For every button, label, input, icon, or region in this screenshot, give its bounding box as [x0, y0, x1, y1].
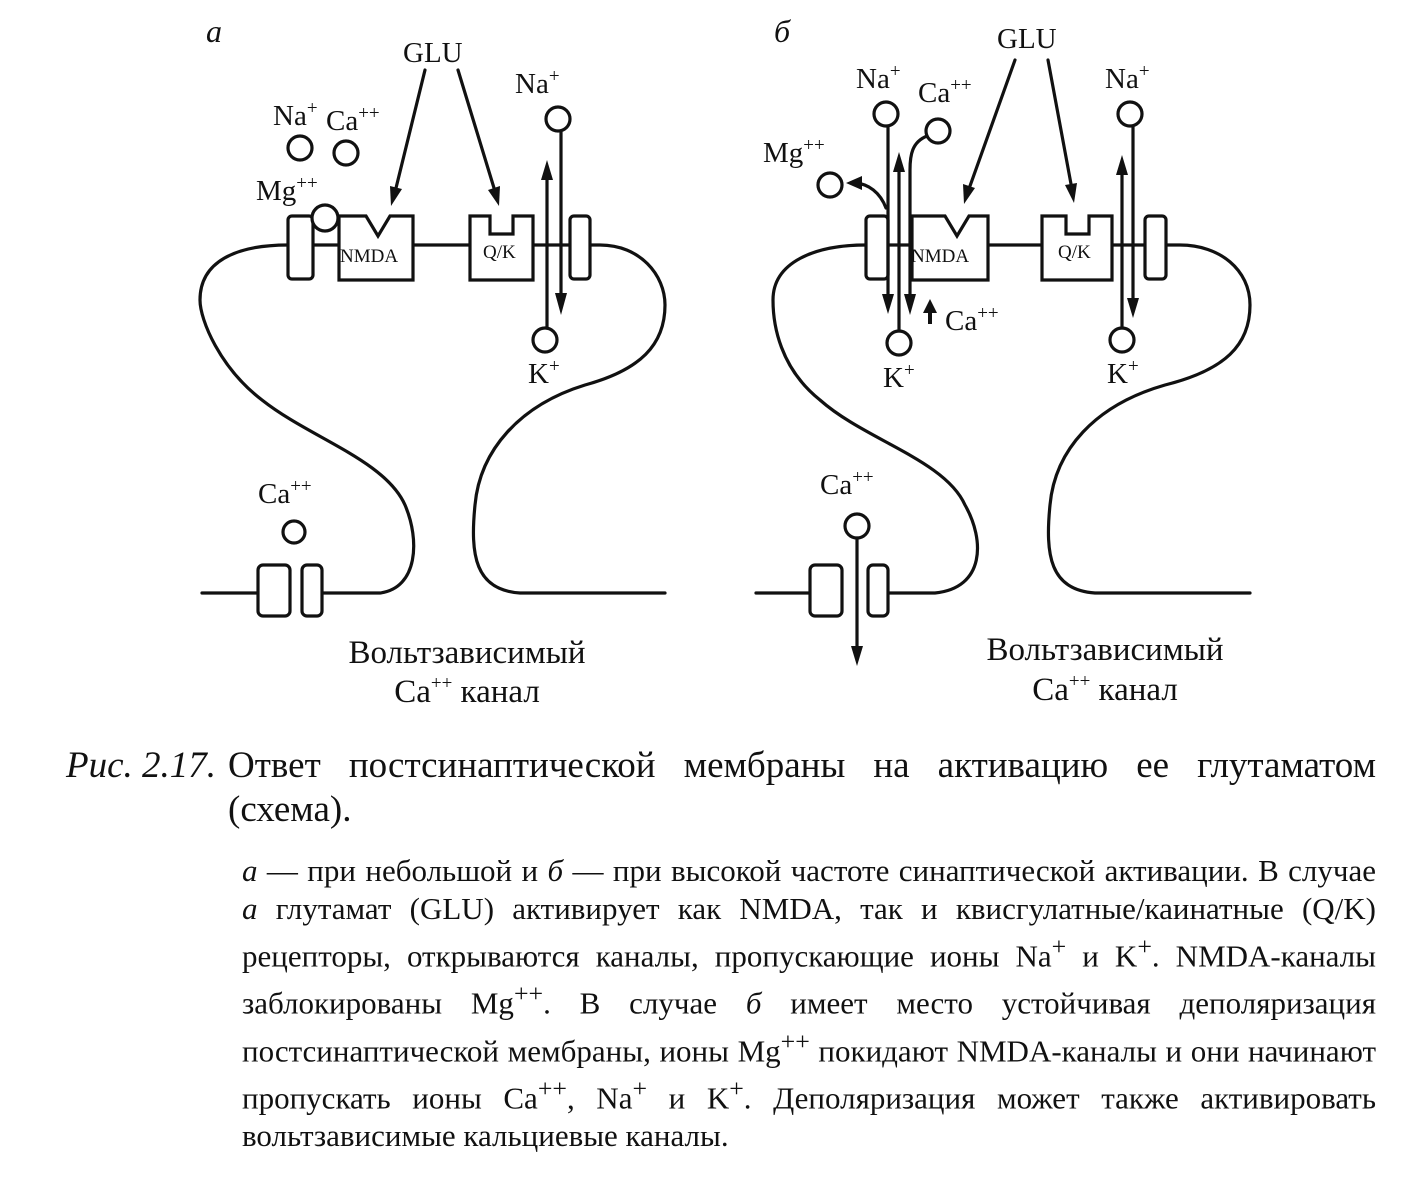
panel-b-label: б [774, 13, 791, 49]
panel-a-footer-line1: Вольтзависимый [348, 635, 585, 671]
panel-b-qk-receptor [1040, 214, 1114, 282]
panel-a-ca-left-label: Ca++ [326, 103, 380, 137]
panel-b-na-left-label: Na+ [856, 61, 901, 95]
panel-a-na-ion [286, 134, 314, 162]
panel-b-glu-arrow-nmda [968, 58, 1017, 188]
panel-b-ca-top-ion [924, 117, 952, 145]
panel-b: б NMDA Q/K GLU Na+ Ca++ K+ M [754, 13, 1252, 708]
panel-a-na-flow-arrowhead [555, 293, 567, 315]
panel-b-mg-exit-arrowhead [846, 176, 862, 190]
panel-a: а NMDA Q/K GLU Na+ Ca++ Mg++ Na+ [198, 13, 667, 710]
panel-b-ca-bottom-ion [843, 512, 871, 540]
panel-b-glu-arrowhead-qk [1065, 183, 1077, 203]
panel-a-glu-arrow-qk [456, 68, 496, 190]
panel-b-vdcc-wall-right [866, 563, 890, 618]
panel-b-ca-top-flow-line [908, 134, 929, 302]
panel-b-na-left-ion [872, 100, 900, 128]
panel-b-glu-arrow-qk [1046, 58, 1073, 186]
panel-a-label: а [206, 13, 222, 49]
panel-b-ca-mid-label: Ca++ [945, 303, 999, 337]
panel-b-qk-label: Q/K [1058, 242, 1091, 263]
panel-b-glu-arrowhead-nmda [963, 184, 975, 204]
panel-a-na-top-ion [544, 105, 572, 133]
panel-b-k-left-ion [885, 329, 913, 357]
caption-title: Ответ постсинаптической мембраны на акти… [228, 745, 1376, 830]
panel-b-k-left-label: K+ [883, 360, 915, 394]
panel-a-membrane [198, 243, 667, 595]
panel-a-na-top-label: Na+ [515, 66, 560, 100]
panel-a-vdcc-wall-right [300, 563, 324, 618]
panel-a-nmda-label: NMDA [340, 246, 398, 267]
caption-label: Рис. 2.17. [66, 745, 217, 786]
panel-a-k-label: K+ [528, 356, 560, 390]
panel-b-ca-top-label: Ca++ [918, 75, 972, 109]
panel-a-glu-arrowhead-qk [488, 186, 500, 206]
panel-a-na-left-label: Na+ [273, 98, 318, 132]
panel-b-ca-top-flow-arrowhead [904, 294, 916, 315]
panel-b-mg-label: Mg++ [763, 135, 825, 169]
panel-a-channel-wall-right [568, 214, 592, 281]
panel-b-na-left-flow-arrowhead [882, 294, 894, 314]
panel-b-k-left-flow-arrowhead [893, 152, 905, 172]
panel-b-channel-wall-right [1143, 214, 1168, 281]
panel-a-mg-label: Mg++ [256, 173, 318, 207]
panel-a-glu-label: GLU [403, 37, 463, 69]
panel-b-k-right-label: K+ [1107, 356, 1139, 390]
panel-b-na-right-ion [1116, 100, 1144, 128]
panel-a-channel-wall-left [286, 214, 315, 281]
panel-b-membrane [754, 243, 1252, 595]
panel-b-nmda-receptor [910, 214, 990, 282]
caption-title-row: Рис. 2.17. Ответ постсинаптической мембр… [66, 744, 1376, 832]
caption-note: а — при небольшой и б — при высокой част… [242, 853, 1376, 1154]
panel-a-nmda-receptor [337, 214, 415, 282]
panel-a-k-ion [531, 326, 559, 354]
panel-b-na-right-label: Na+ [1105, 61, 1150, 95]
panel-a-ca-ion [332, 139, 360, 167]
synapse-diagram: а NMDA Q/K GLU Na+ Ca++ Mg++ Na+ [198, 13, 1252, 710]
panel-b-vdcc-flow-arrowhead [851, 646, 863, 666]
panel-a-qk-label: Q/K [483, 242, 516, 263]
panel-b-ca-bottom-label: Ca++ [820, 467, 874, 501]
panel-b-k-right-flow-arrowhead [1116, 155, 1128, 175]
panel-a-qk-receptor [468, 214, 535, 282]
panel-b-ca-mid-arrow [923, 299, 937, 324]
panel-a-vdcc-wall-left [256, 563, 292, 618]
panel-b-na-right-flow-arrowhead [1127, 298, 1139, 318]
panel-a-ca-bottom-ion [281, 519, 307, 545]
panel-a-k-flow-arrowhead [541, 160, 553, 180]
panel-a-ca-bottom-label: Ca++ [258, 476, 312, 510]
panel-b-footer-line2: Ca++ канал [1032, 671, 1178, 708]
panel-b-vdcc-wall-left [808, 563, 844, 618]
panel-b-footer-line1: Вольтзависимый [986, 632, 1223, 668]
panel-b-k-right-ion [1108, 326, 1136, 354]
panel-a-glu-arrowhead-nmda [390, 186, 402, 206]
panel-b-glu-label: GLU [997, 23, 1057, 55]
panel-b-channel-wall-left [864, 214, 890, 281]
panel-b-mg-ion [816, 171, 844, 199]
figure-caption: Рис. 2.17. Ответ постсинаптической мембр… [66, 744, 1376, 1155]
panel-b-nmda-label: NMDA [911, 246, 969, 267]
panel-a-glu-arrow-nmda [394, 68, 427, 190]
panel-a-footer-line2: Ca++ канал [394, 673, 540, 710]
panel-a-mg-ion [310, 203, 340, 233]
